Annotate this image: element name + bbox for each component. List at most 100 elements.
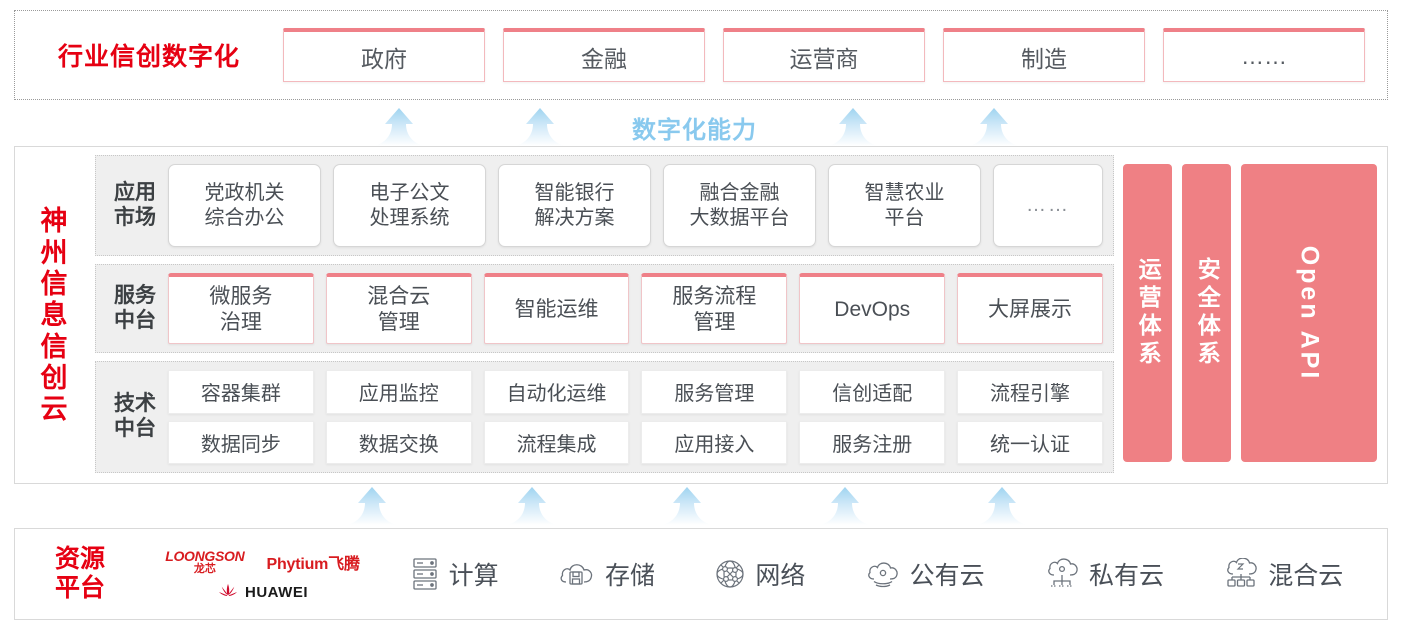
hybrid-cloud-icon [1223, 558, 1259, 590]
band-app-market: 应用市场 党政机关综合办公 电子公文处理系统 智能银行解决方案 融合金融大数据平… [95, 155, 1114, 256]
pillar-2[interactable]: Open API [1241, 164, 1377, 462]
tech-platform-card-label: 数据交换 [358, 433, 439, 456]
cloud-title-char-5: 创 [40, 362, 68, 393]
band-label-line: 应用 [114, 180, 156, 204]
cloud-title-char-6: 云 [40, 394, 68, 425]
app-market-card-3[interactable]: 融合金融大数据平台 [663, 164, 816, 247]
band-label-app-market: 应用市场 [102, 181, 168, 231]
app-market-card-2[interactable]: 智能银行解决方案 [498, 164, 651, 247]
tech-platform-card-1-1[interactable]: 数据交换 [325, 420, 472, 464]
resource-item-4[interactable]: 私有云 [1044, 556, 1164, 592]
resource-platform-panel: 资源平台 LOONGSON 龙芯 Phytium飞腾 [14, 528, 1388, 620]
resource-item-label: 混合云 [1268, 562, 1344, 590]
resource-item-1[interactable]: 存储 [558, 556, 655, 592]
industry-box-2[interactable]: 运营商 [723, 28, 925, 82]
app-market-card-label: …… [1026, 194, 1070, 217]
resource-item-3[interactable]: 公有云 [865, 556, 985, 592]
service-platform-card-5[interactable]: 大屏展示 [957, 273, 1103, 344]
tech-platform-card-label: 流程引擎 [990, 383, 1071, 406]
server-icon [410, 557, 440, 591]
capability-arrow-3 [818, 487, 872, 525]
cloud-platform-body: 应用市场 党政机关综合办公 电子公文处理系统 智能银行解决方案 融合金融大数据平… [93, 147, 1387, 483]
pillar-1[interactable]: 安全体系 [1182, 164, 1232, 462]
app-market-card-0[interactable]: 党政机关综合办公 [168, 164, 321, 247]
resource-item-list: 计算 存储 网络 公有云 [380, 556, 1387, 592]
industry-box-list: 政府 金融 运营商 制造 …… [283, 28, 1387, 82]
capability-arrow-3 [967, 108, 1021, 146]
tech-platform-card-0-2[interactable]: 自动化运维 [483, 370, 630, 414]
pillar-label: 安全体系 [1194, 257, 1221, 369]
tech-platform-row-0: 容器集群 应用监控 自动化运维 服务管理 信创适配 流程引擎 [168, 370, 1103, 414]
resource-item-label: 公有云 [909, 562, 985, 590]
resource-platform-title: 资源平台 [15, 545, 145, 604]
tech-platform-card-1-2[interactable]: 流程集成 [483, 420, 630, 464]
tech-platform-card-label: 统一认证 [990, 433, 1071, 456]
vendor-logo-row-top: LOONGSON 龙芯 Phytium飞腾 [165, 549, 360, 575]
service-platform-card-label: 智能运维 [514, 298, 599, 322]
pillar-label: 运营体系 [1135, 257, 1162, 369]
service-platform-card-4[interactable]: DevOps [799, 273, 946, 344]
resource-item-label: 存储 [604, 562, 655, 590]
resource-item-0[interactable]: 计算 [410, 556, 499, 592]
capability-arrow-4 [975, 487, 1029, 525]
industry-box-0[interactable]: 政府 [283, 28, 485, 82]
tech-platform-card-0-0[interactable]: 容器集群 [168, 370, 314, 414]
pillar-0[interactable]: 运营体系 [1123, 164, 1173, 462]
capability-label: 数字化能力 [632, 117, 757, 144]
tech-platform-card-label: 服务注册 [832, 433, 913, 456]
band-label-line: 服务 [114, 283, 156, 307]
phytium-logo: Phytium飞腾 [266, 556, 360, 573]
loongson-logo: LOONGSON 龙芯 [165, 549, 245, 575]
service-platform-card-label: 服务流程管理 [672, 285, 757, 334]
service-platform-card-2[interactable]: 智能运维 [483, 273, 630, 344]
industry-box-label: 制造 [1021, 45, 1067, 72]
capability-arrow-0 [345, 487, 399, 525]
resource-title-line: 平台 [54, 574, 105, 602]
pillar-list: 运营体系 安全体系 Open API [1123, 155, 1377, 473]
capability-arrow-1 [505, 487, 559, 525]
tech-platform-card-0-5[interactable]: 流程引擎 [957, 370, 1103, 414]
tech-platform-card-0-4[interactable]: 信创适配 [799, 370, 946, 414]
industry-box-3[interactable]: 制造 [943, 28, 1145, 82]
app-market-card-label: 智慧农业平台 [864, 182, 945, 229]
service-platform-card-label: 混合云管理 [367, 285, 431, 334]
tech-platform-card-label: 流程集成 [516, 433, 597, 456]
pillar-label: Open API [1295, 245, 1324, 381]
tech-platform-card-0-1[interactable]: 应用监控 [325, 370, 472, 414]
app-market-card-4[interactable]: 智慧农业平台 [828, 164, 981, 247]
tech-platform-card-1-4[interactable]: 服务注册 [799, 420, 946, 464]
app-market-card-label: 智能银行解决方案 [534, 182, 615, 229]
tech-platform-card-1-0[interactable]: 数据同步 [168, 420, 314, 464]
tech-platform-card-label: 应用接入 [674, 433, 755, 456]
capability-arrow-2 [660, 487, 714, 525]
huawei-logo-text: HUAWEI [245, 583, 308, 601]
network-mesh-icon [714, 558, 746, 590]
industry-box-4[interactable]: …… [1163, 28, 1365, 82]
tech-platform-card-label: 自动化运维 [506, 383, 607, 406]
cloud-title-char-0: 神 [40, 206, 68, 237]
tech-platform-card-label: 信创适配 [832, 383, 913, 406]
app-market-card-5[interactable]: …… [993, 164, 1103, 247]
capability-arrow-2 [826, 108, 880, 146]
industry-box-label: 政府 [361, 45, 407, 72]
service-platform-card-0[interactable]: 微服务治理 [168, 273, 314, 344]
resource-item-5[interactable]: 混合云 [1223, 556, 1343, 592]
loongson-logo-cn: 龙芯 [193, 563, 216, 575]
band-label-line: 中台 [114, 308, 156, 332]
resource-item-2[interactable]: 网络 [714, 556, 805, 592]
huawei-logo: HUAWEI [217, 583, 308, 601]
resource-title-line: 资源 [54, 544, 105, 573]
industry-box-1[interactable]: 金融 [503, 28, 705, 82]
app-market-card-label: 融合金融大数据平台 [689, 182, 790, 229]
cloud-title-char-3: 息 [40, 300, 68, 331]
capability-arrow-band-bottom [0, 487, 1402, 525]
tech-platform-card-1-3[interactable]: 应用接入 [641, 420, 788, 464]
service-platform-card-1[interactable]: 混合云管理 [325, 273, 472, 344]
tech-platform-card-label: 服务管理 [674, 383, 755, 406]
tech-platform-card-1-5[interactable]: 统一认证 [957, 420, 1103, 464]
service-platform-card-3[interactable]: 服务流程管理 [641, 273, 788, 344]
app-market-card-1[interactable]: 电子公文处理系统 [333, 164, 486, 247]
tech-platform-card-0-3[interactable]: 服务管理 [641, 370, 788, 414]
band-label-line: 中台 [114, 417, 156, 440]
resource-item-label: 网络 [755, 562, 806, 590]
